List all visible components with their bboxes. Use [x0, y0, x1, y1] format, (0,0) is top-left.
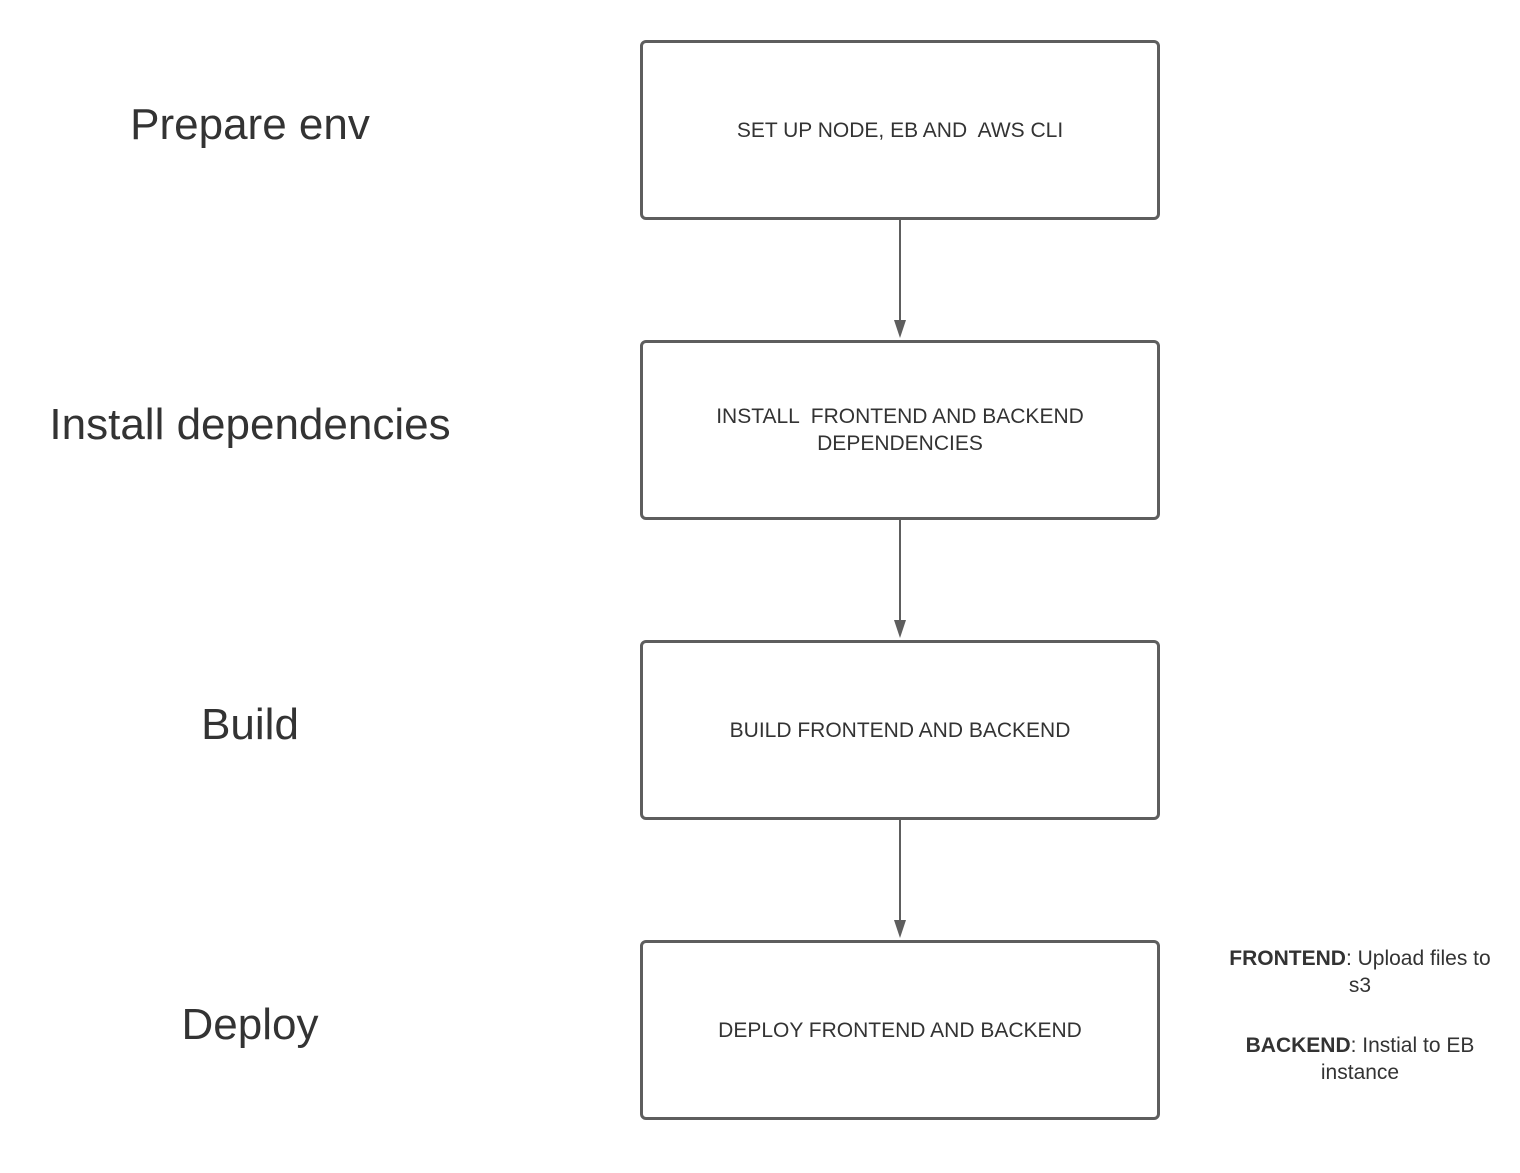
step-text-install: INSTALL FRONTEND AND BACKEND DEPENDENCIE… [716, 405, 1084, 455]
arrow-build-to-deploy [894, 820, 906, 938]
step-box-deploy: DEPLOY FRONTEND AND BACKEND [640, 940, 1160, 1120]
arrow-head [894, 320, 906, 338]
arrow-head [894, 620, 906, 638]
arrow-install-to-build [894, 520, 906, 638]
stage-label-install-dependencies: Install dependencies [49, 400, 451, 449]
note-frontend-head: FRONTEND [1229, 947, 1346, 970]
step-box-setup: SET UP NODE, EB AND AWS CLI [640, 40, 1160, 220]
note-backend-text: : Instial to EB instance [1320, 1034, 1475, 1084]
arrow-head [894, 920, 906, 938]
step-text-build: BUILD FRONTEND AND BACKEND [729, 718, 1071, 742]
stage-label-build: Build [201, 700, 299, 749]
arrow-setup-to-install [894, 220, 906, 338]
note-frontend-text: : Upload files to s3 [1345, 947, 1491, 997]
stage-label-deploy: Deploy [181, 1000, 319, 1049]
step-text-setup: SET UP NODE, EB AND AWS CLI [736, 118, 1064, 142]
note-backend-head: BACKEND [1245, 1034, 1351, 1057]
note-backend: BACKEND: Instial to EB instance [1220, 1032, 1500, 1086]
note-frontend: FRONTEND: Upload files to s3 [1220, 945, 1500, 999]
step-box-build: BUILD FRONTEND AND BACKEND [640, 640, 1160, 820]
stage-label-prepare-env: Prepare env [130, 100, 370, 149]
step-text-deploy: DEPLOY FRONTEND AND BACKEND [718, 1018, 1082, 1042]
step-box-install: INSTALL FRONTEND AND BACKEND DEPENDENCIE… [640, 340, 1160, 520]
